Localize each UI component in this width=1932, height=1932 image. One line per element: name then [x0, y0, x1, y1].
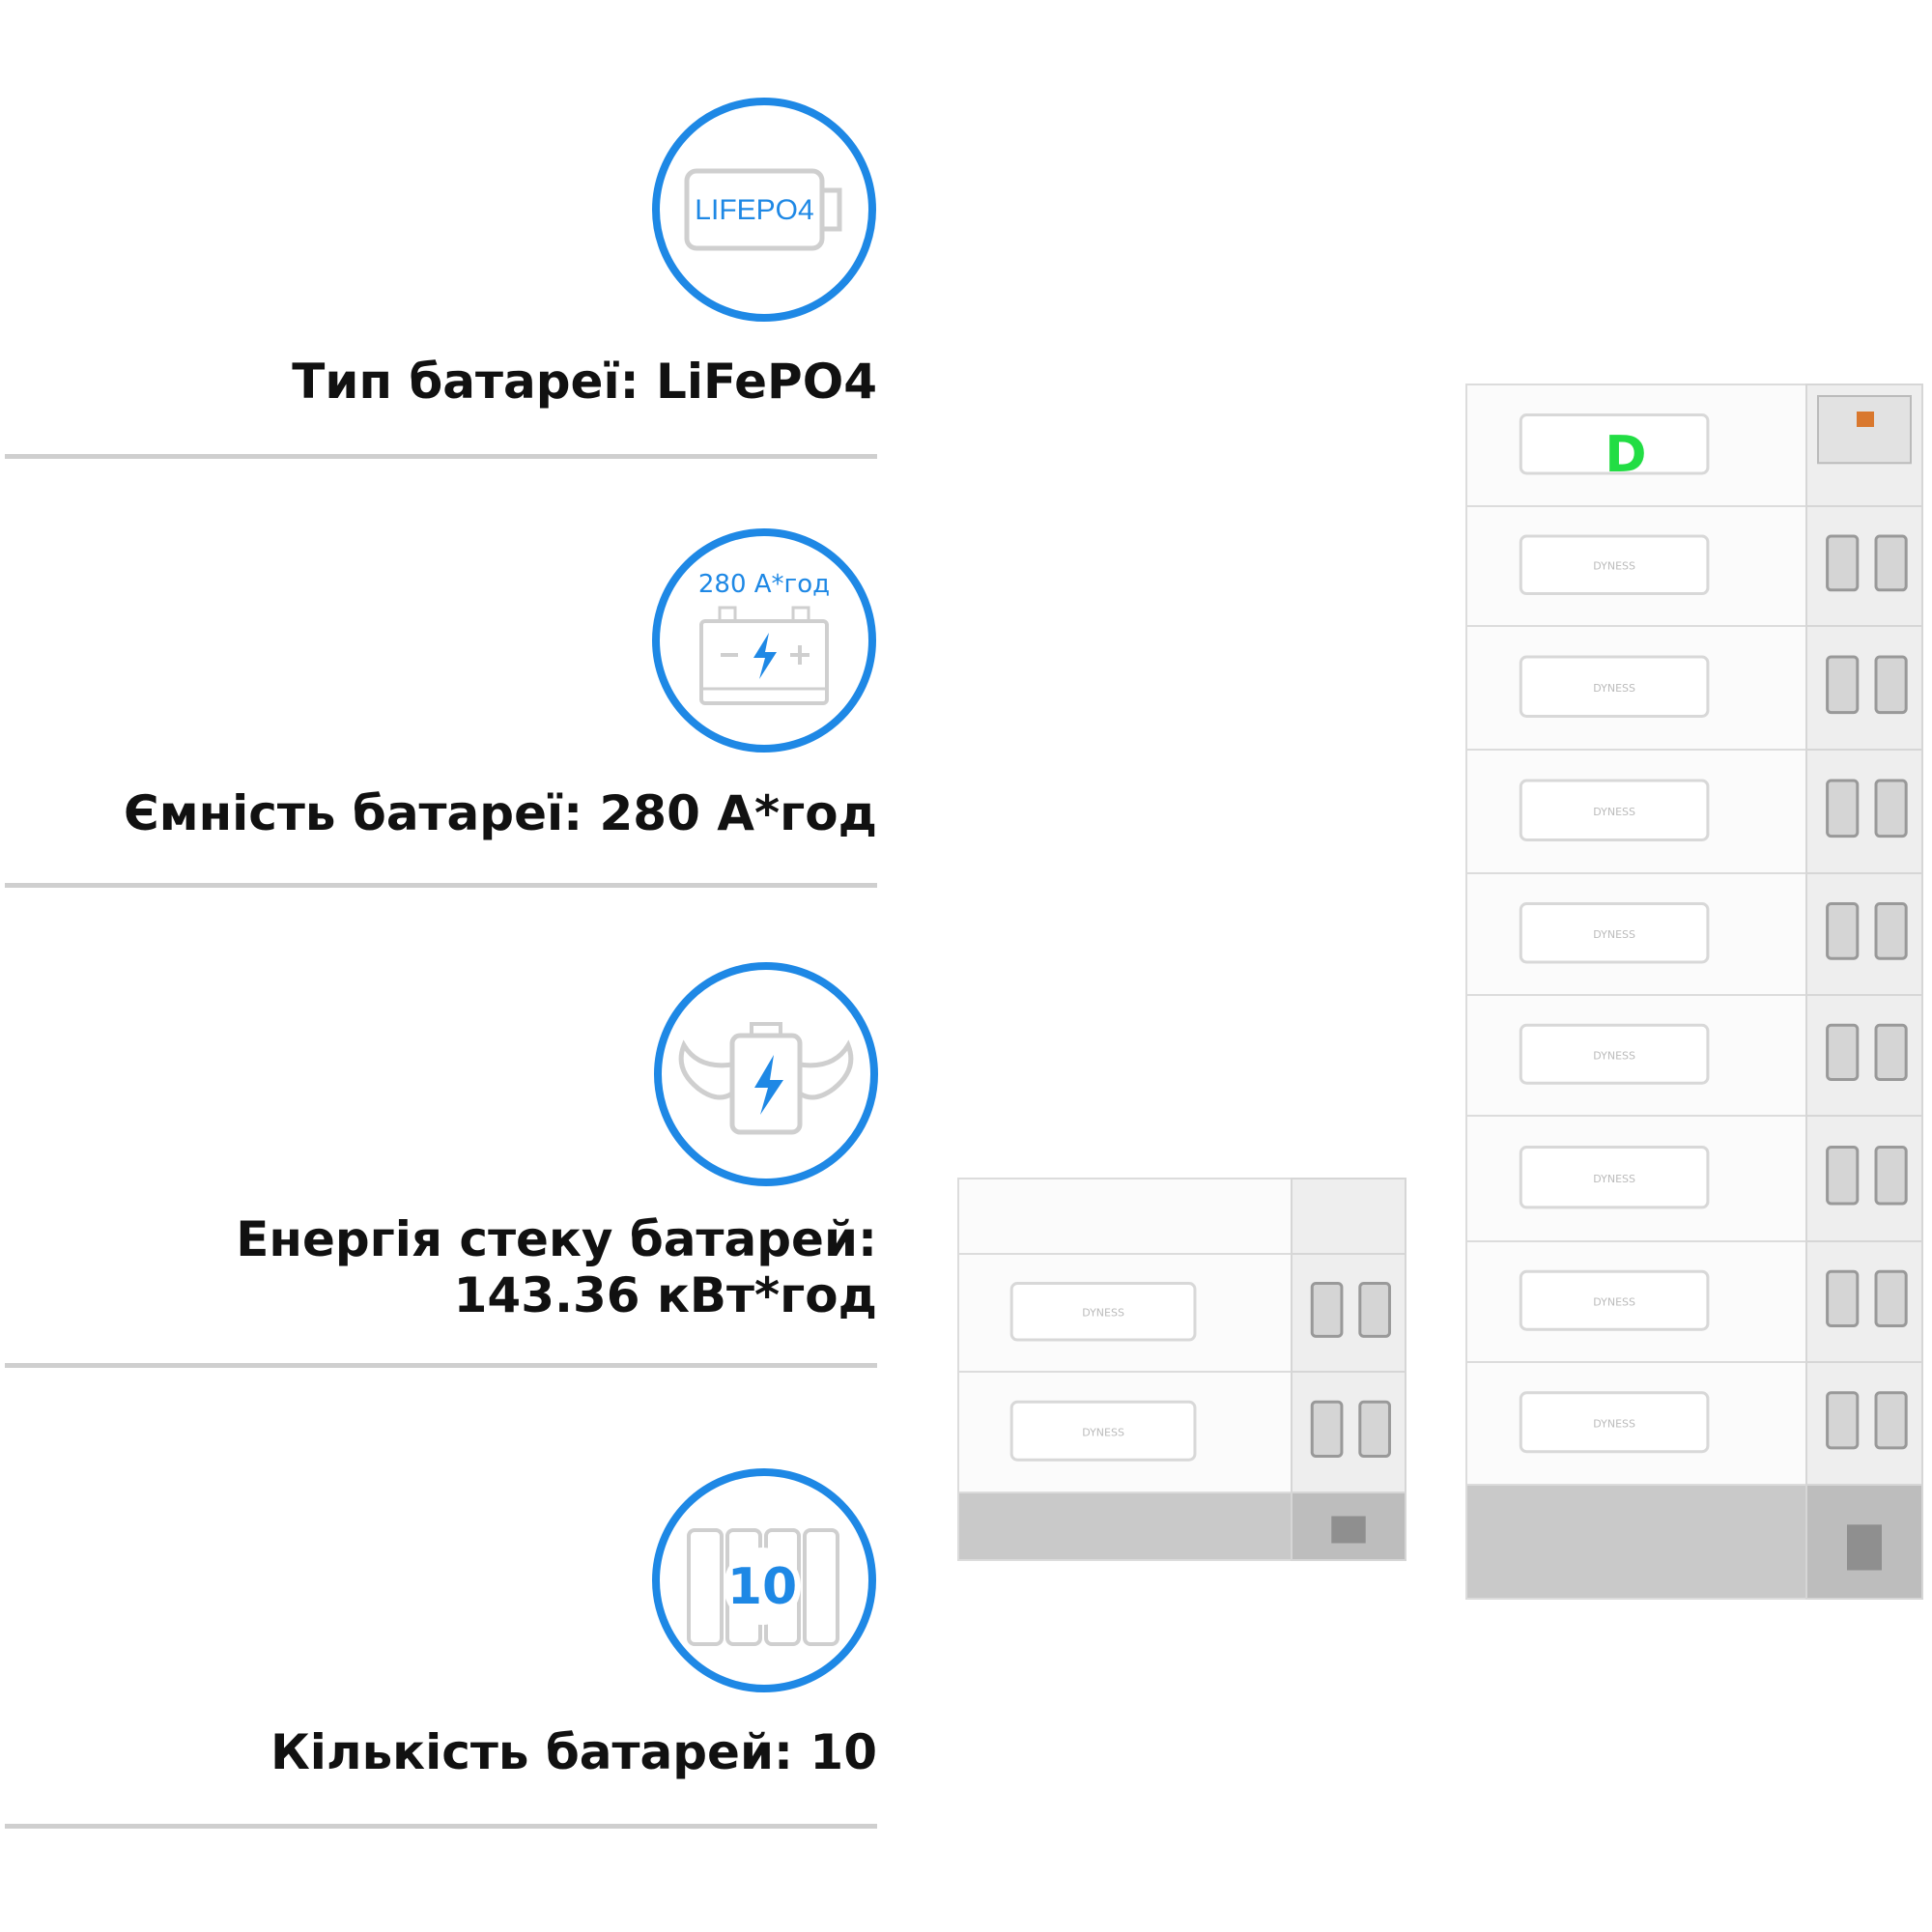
module-front-panel — [1519, 902, 1710, 964]
module-handle — [1358, 1282, 1391, 1338]
module-front-panel — [1519, 1146, 1710, 1209]
module-front-panel — [1519, 1023, 1710, 1085]
module-side — [1291, 1178, 1406, 1255]
module-handle — [1358, 1400, 1391, 1458]
power-connector — [1857, 412, 1874, 427]
module-brand-label: DYNESS — [1593, 1049, 1635, 1062]
spec-battery-count: Кількість батарей: 10 — [270, 1724, 877, 1780]
base-vent — [1847, 1524, 1882, 1571]
spec-battery-type: Тип батареї: LiFePO4 — [292, 354, 877, 410]
lifepo4-icon-text: LIFEPO4 — [695, 194, 813, 226]
module-handle — [1826, 1269, 1860, 1327]
stack-base — [957, 1492, 1293, 1561]
brand-logo: D — [1605, 426, 1646, 484]
module-handle — [1310, 1282, 1344, 1338]
battery-module — [957, 1178, 1293, 1255]
module-front-panel — [1519, 1391, 1710, 1454]
module-brand-label: DYNESS — [1593, 928, 1635, 941]
capacity-icon-text: 280 А*год — [698, 570, 830, 599]
module-front-panel — [1519, 779, 1710, 841]
module-handle — [1826, 1391, 1860, 1450]
strong-battery-icon — [654, 962, 878, 1186]
module-front-panel — [1519, 1269, 1710, 1331]
battery-count-icon: 10 — [652, 1468, 876, 1692]
module-handle — [1874, 902, 1908, 960]
stack-base — [1465, 1484, 1807, 1600]
module-handle — [1826, 779, 1860, 838]
module-brand-label: DYNESS — [1082, 1307, 1124, 1320]
spec-stack-energy: Енергія стеку батарей: 143.36 кВт*год — [236, 1211, 877, 1323]
module-front-panel — [1519, 655, 1710, 718]
car-battery-capacity-icon: 280 А*год — [652, 528, 876, 753]
module-front-panel — [1519, 534, 1710, 596]
module-brand-label: DYNESS — [1593, 1173, 1635, 1185]
module-handle — [1874, 779, 1908, 838]
module-handle — [1310, 1400, 1344, 1458]
module-front-panel — [1009, 1400, 1197, 1462]
spec-stack-energy-line2: 143.36 кВт*год — [453, 1267, 877, 1323]
module-handle — [1874, 1391, 1908, 1450]
small-battery-stack: DYNESS DYNESS — [957, 1178, 1406, 1561]
battery-count-icon-text: 10 — [727, 1558, 797, 1616]
divider — [5, 883, 877, 888]
module-brand-label: DYNESS — [1593, 560, 1635, 573]
module-front-panel — [1519, 413, 1710, 475]
module-brand-label: DYNESS — [1593, 682, 1635, 695]
module-brand-label: DYNESS — [1082, 1426, 1124, 1438]
divider — [5, 454, 877, 459]
module-handle — [1874, 534, 1908, 592]
module-brand-label: DYNESS — [1593, 1417, 1635, 1430]
controller-port-panel — [1817, 395, 1912, 465]
divider — [5, 1824, 877, 1829]
module-handle — [1874, 1146, 1908, 1206]
base-vent — [1331, 1516, 1366, 1544]
module-handle — [1826, 902, 1860, 960]
lifepo4-battery-icon: LIFEPO4 — [652, 98, 876, 322]
spec-stack-energy-line1: Енергія стеку батарей: — [236, 1211, 877, 1267]
module-side — [1805, 749, 1923, 874]
tall-battery-stack: DYNESS DYNESS DYNESS DYNESS DYNESS DYNESS DYNE… — [1465, 384, 1923, 1600]
module-front-panel — [1009, 1282, 1197, 1342]
module-brand-label: DYNESS — [1593, 1295, 1635, 1308]
spec-battery-capacity: Ємність батареї: 280 А*год — [124, 785, 877, 841]
module-handle — [1874, 1023, 1908, 1081]
module-handle — [1826, 1023, 1860, 1081]
module-brand-label: DYNESS — [1593, 806, 1635, 818]
module-handle — [1874, 655, 1908, 715]
module-handle — [1826, 1146, 1860, 1206]
module-handle — [1874, 1269, 1908, 1327]
module-handle — [1826, 655, 1860, 715]
divider — [5, 1363, 877, 1368]
module-handle — [1826, 534, 1860, 592]
